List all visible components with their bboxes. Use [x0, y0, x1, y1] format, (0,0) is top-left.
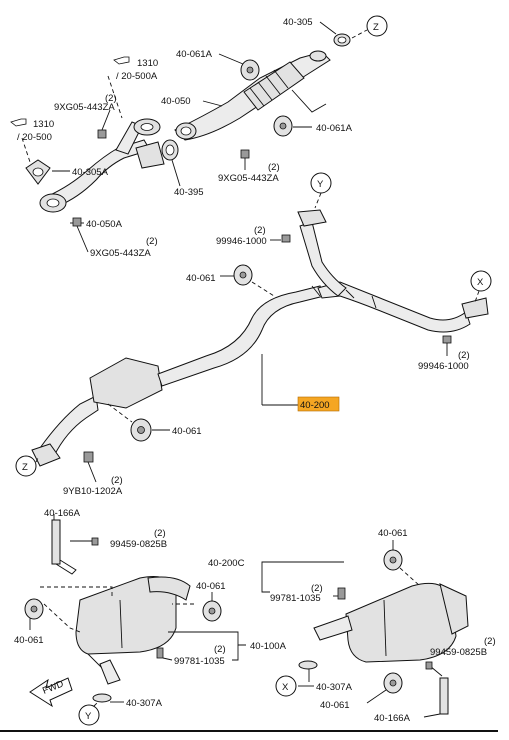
ref-1310-b: 1310: [33, 119, 54, 130]
label-40-061-a: 40-061: [186, 273, 216, 284]
label-40-307a-left: 40-307A: [126, 698, 163, 709]
label-40-061-e: 40-061: [14, 635, 44, 646]
pointing-hand-icon: [10, 118, 27, 127]
label-40-100a: 40-100A: [250, 641, 287, 652]
ref-20-500a: / 20-500A: [116, 71, 158, 82]
gasket-40-305a[interactable]: [25, 159, 51, 185]
marker-y-top-label: Y: [317, 179, 324, 190]
pointing-hand-icon: [113, 56, 130, 65]
label-40-166a-bot: 40-166A: [374, 713, 411, 724]
label-9yb10: 9YB10-1202A: [63, 486, 123, 497]
label-40-395: 40-395: [174, 187, 204, 198]
label-9xg05-bot: 9XG05-443ZA: [90, 248, 151, 259]
hanger-40-061-c[interactable]: [24, 598, 44, 620]
label-40-061-d: 40-061: [196, 581, 226, 592]
label-99946-a: 99946-1000: [216, 236, 267, 247]
rubber-hanger-40-061a-right[interactable]: [273, 115, 293, 137]
hanger-40-061-d[interactable]: [202, 600, 222, 622]
qty-99781-b: (2): [214, 644, 226, 655]
bolt-99781-b[interactable]: [156, 647, 164, 659]
qty-9xg05-bot: (2): [146, 236, 158, 247]
qty-99781-a: (2): [311, 583, 323, 594]
qty-9yb10: (2): [111, 475, 123, 486]
label-40-061-f: 40-061: [320, 700, 350, 711]
bolt-99459-b[interactable]: [425, 661, 443, 677]
bolt-99946-b[interactable]: [442, 335, 452, 344]
marker-z-top-label: Z: [373, 22, 379, 33]
label-99459-a: 99459-0825B: [110, 539, 167, 550]
gasket-40-305[interactable]: [333, 33, 351, 47]
rubber-hanger-40-061a-top[interactable]: [240, 59, 260, 81]
marker-x-mid-label: X: [477, 277, 484, 288]
label-40-200c: 40-200C: [208, 558, 245, 569]
nut-9yb10[interactable]: [83, 451, 94, 463]
gasket-40-307a-left[interactable]: [92, 693, 112, 703]
gasket-40-395-b[interactable]: [161, 139, 179, 161]
label-40-050a: 40-050A: [86, 219, 123, 230]
label-40-305a: 40-305A: [72, 167, 109, 178]
ref-1310-a: 1310: [137, 58, 158, 69]
ref-marker-z-top: [366, 15, 388, 37]
marker-x-bot-label: X: [282, 682, 289, 693]
gasket-40-395[interactable]: [175, 122, 197, 140]
hanger-bracket-40-166a-bot[interactable]: [439, 677, 449, 715]
nut-9xg05-bot[interactable]: [72, 217, 82, 227]
label-40-166a-top: 40-166A: [44, 508, 81, 519]
label-40-061a-right: 40-061A: [316, 123, 353, 134]
label-40-200: 40-200: [300, 400, 330, 411]
label-9xg05-top: 9XG05-443ZA: [54, 102, 115, 113]
bolt-99459-a[interactable]: [70, 537, 99, 546]
highlight-40-200: [297, 396, 340, 412]
muffler-40-200c[interactable]: [313, 582, 469, 663]
bolt-99946-a[interactable]: [281, 234, 291, 243]
main-pipe-40-200[interactable]: [31, 209, 489, 467]
hanger-40-061-e[interactable]: [383, 549, 403, 571]
qty-99946-b: (2): [458, 350, 470, 361]
label-99459-b: 99459-0825B: [430, 647, 487, 658]
qty-99946-a: (2): [254, 225, 266, 236]
qty-99459-b: (2): [484, 636, 496, 647]
qty-9xg05-top: (2): [105, 93, 117, 104]
ref-marker-z-bot: [15, 455, 37, 477]
catalytic-converter-40-050[interactable]: [174, 50, 331, 141]
marker-z-bot-label: Z: [22, 462, 28, 473]
ref-marker-x-bot: [275, 675, 297, 697]
ref-marker-x-mid: [470, 270, 492, 292]
label-40-305: 40-305: [283, 17, 313, 28]
label-99946-b: 99946-1000: [418, 361, 469, 372]
hanger-40-061-mid[interactable]: [233, 264, 253, 286]
label-99781-a: 99781-1035: [270, 593, 321, 604]
hanger-40-061-f[interactable]: [383, 672, 403, 694]
ref-marker-y-bot: [78, 704, 100, 726]
hanger-40-061-lower[interactable]: [130, 418, 152, 442]
front-pipe-40-050a[interactable]: [39, 118, 165, 213]
label-99781-b: 99781-1035: [174, 656, 225, 667]
forward-arrow-icon: FWD: [29, 677, 73, 708]
bolt-99781-a[interactable]: [337, 587, 346, 600]
nut-9xg05-top[interactable]: [97, 129, 107, 139]
label-40-307a-right: 40-307A: [316, 682, 353, 693]
marker-y-bot-label: Y: [85, 711, 92, 722]
label-40-061-c: 40-061: [378, 528, 408, 539]
label-40-050: 40-050: [161, 96, 191, 107]
qty-9xg05-mid: (2): [268, 162, 280, 173]
muffler-40-100a[interactable]: [75, 576, 191, 685]
qty-99459-a: (2): [154, 528, 166, 539]
label-9xg05-mid: 9XG05-443ZA: [218, 173, 279, 184]
nut-9xg05-mid[interactable]: [240, 149, 250, 159]
label-40-061-b: 40-061: [172, 426, 202, 437]
ref-20-500: / 20-500: [17, 132, 52, 143]
gasket-40-307a-right[interactable]: [298, 660, 318, 670]
hanger-bracket-40-166a-top[interactable]: [51, 519, 77, 575]
label-40-061a-top: 40-061A: [176, 49, 213, 60]
